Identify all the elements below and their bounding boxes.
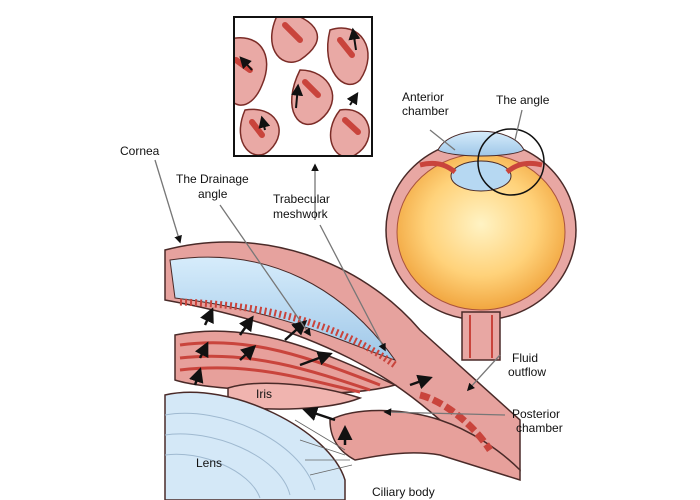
aqueous-flow-arrows [189,307,433,445]
label-trabecular-line1: Trabecular [273,192,330,206]
meshwork-inset [233,16,373,157]
lens-shape [164,391,346,500]
small-iris [419,160,543,174]
label-cornea: Cornea [120,144,160,158]
label-trabecular-line2: meshwork [273,207,329,221]
cornea-shape [169,256,397,361]
zonule-fibers [294,419,353,476]
label-lens: Lens [196,456,222,470]
optic-nerve [461,311,501,361]
label-fluid-line2: outflow [508,365,546,379]
meshwork-band [179,298,398,368]
angle-highlight-circle [477,128,545,196]
small-eye [385,128,577,361]
anterior-chamber-fill [437,130,525,157]
label-anterior-line2: chamber [402,104,449,118]
iris-shape [174,330,398,395]
flow-arrows [239,27,361,131]
label-ciliary-body: Ciliary body [372,485,435,499]
label-the-angle: The angle [496,93,550,107]
label-drainage-angle-line1: The Drainage [176,172,249,186]
label-fluid-line1: Fluid [512,351,538,365]
label-anterior-line1: Anterior [402,90,444,104]
leader-lines [154,109,523,417]
label-posterior-line1: Posterior [512,407,560,421]
cross-section [164,241,521,500]
label-drainage-angle-line2: angle [198,187,228,201]
label-iris: Iris [256,387,272,401]
label-posterior-line2: chamber [516,421,563,435]
